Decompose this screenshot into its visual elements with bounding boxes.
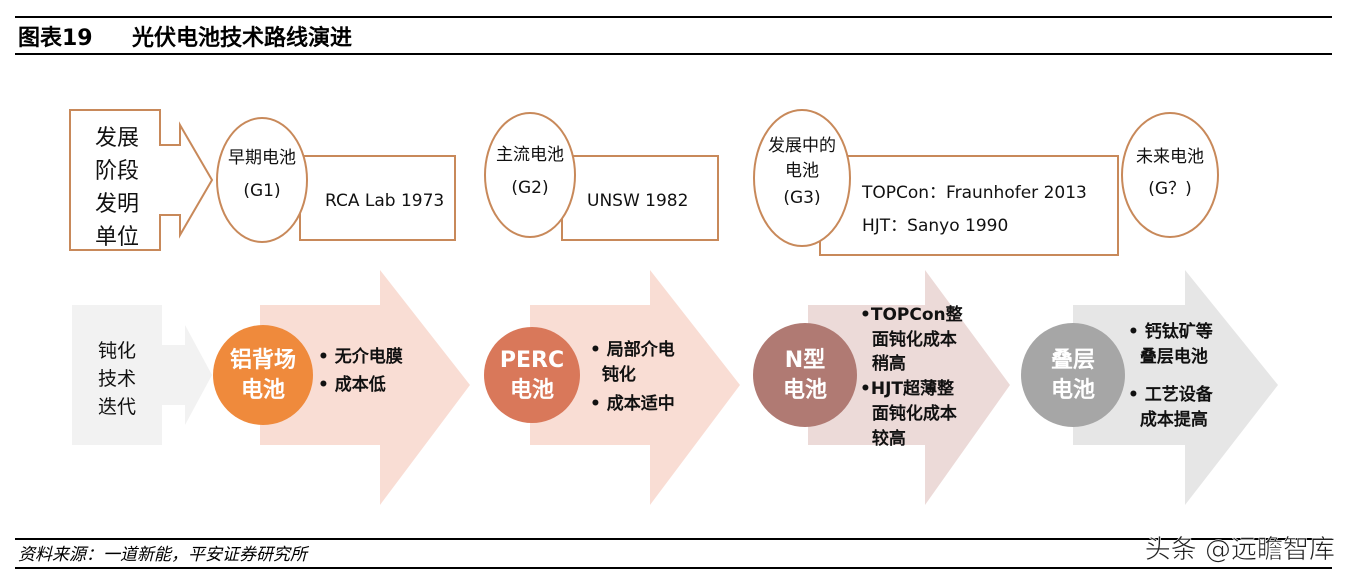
stage-label-line: 阶段 [95,159,139,184]
tech-name: N型 [785,348,825,373]
tech-arrow [1073,270,1278,505]
stage-name: 未来电池 [1136,147,1204,167]
tech-bullet: • 局部介电 [590,339,675,360]
tech-arrow [260,270,470,505]
stage-name: 早期电池 [228,148,296,168]
tech-bullet: 钝化 [590,364,636,385]
stage-code: (G2) [511,178,548,198]
tech-bullet: • 钙钛矿等 [1128,321,1213,342]
stage-label-line: 单位 [95,225,139,250]
tech-bullet: • 成本适中 [590,393,675,414]
inventor-text: UNSW 1982 [587,191,688,211]
inventor-box-g3 [819,155,1119,256]
stage-code: (G1) [243,181,280,201]
tech-bullet: •HJT超薄整 [860,378,954,399]
stage-label-arrow [69,109,214,251]
inventor-text: TOPCon：Fraunhofer 2013 [861,183,1087,203]
tech-name: 电池 [510,378,554,403]
tech-bullet: 叠层电池 [1128,346,1208,367]
tech-circle [484,327,580,423]
inventor-box-g2 [561,155,719,241]
tech-name: 铝背场 [230,347,296,373]
tech-arrow [808,270,1010,505]
stage-name: 电池 [785,161,819,181]
inventor-text: HJT：Sanyo 1990 [862,216,1008,236]
source-note: 资料来源：一道新能，平安证券研究所 [18,545,310,565]
tech-name: 叠层 [1051,348,1095,373]
stage-name: 发展中的 [768,136,836,156]
stage-ellipse-g1 [216,117,308,243]
tech-bullet: 较高 [860,428,906,449]
tech-bullet: 面钝化成本 [860,403,957,424]
tech-bullet: • 成本低 [318,374,386,395]
stage-ellipse-g2 [484,112,576,238]
stage-code: (G？) [1148,179,1191,199]
tech-circle [213,325,313,425]
tech-bullet: •TOPCon整 [860,304,963,325]
watermark: 头条 @远瞻智库 [1145,535,1335,565]
stage-label-line: 发展 [95,126,139,151]
stage-ellipse-future [1121,112,1219,238]
tech-name: 电池 [241,378,285,403]
tech-bullet: 面钝化成本 [860,329,957,350]
inventor-text: RCA Lab 1973 [325,191,444,211]
figure-number: 图表19 [18,26,93,51]
tech-label-arrow [160,325,212,425]
stage-ellipse-g3 [753,109,851,247]
tech-label-box [72,305,162,445]
stage-code: (G3) [783,188,820,208]
tech-name: 电池 [1051,378,1095,403]
tech-name: 电池 [783,378,827,403]
tech-circle [753,323,857,427]
figure-title: 光伏电池技术路线演进 [131,25,352,51]
stage-label-line: 发明 [95,192,139,217]
tech-arrow [530,270,740,505]
tech-bullet: 成本提高 [1128,409,1208,430]
tech-bullet: 稍高 [860,353,906,374]
tech-label-line: 迭代 [98,396,136,418]
tech-name: PERC [500,348,564,373]
tech-label-line: 钝化 [98,340,136,362]
tech-bullet: • 无介电膜 [318,346,403,367]
tech-circle [1021,323,1125,427]
tech-label-line: 技术 [98,368,136,390]
stage-name: 主流电池 [496,145,564,165]
tech-bullet: • 工艺设备 [1128,384,1214,405]
